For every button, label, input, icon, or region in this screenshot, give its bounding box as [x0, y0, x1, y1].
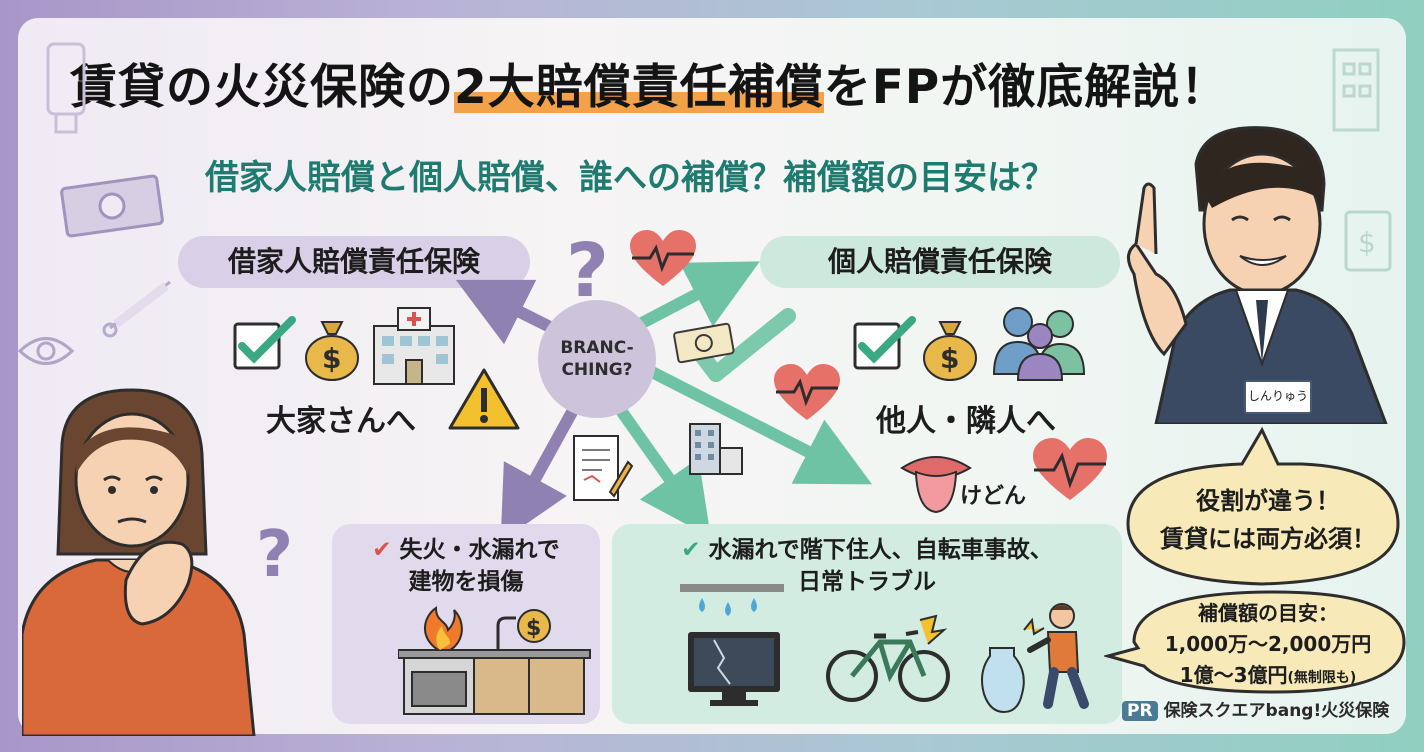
mouth-tongue-icon [900, 456, 972, 514]
people-icon [992, 307, 1086, 381]
bicycle-icon [826, 614, 950, 702]
branch-line-2: CHING? [561, 360, 633, 380]
case-personal-line-1: 水漏れで階下住人、自転車事故、 [708, 537, 1053, 563]
check-icon-2 [853, 316, 916, 370]
banknote-icon [60, 174, 164, 238]
role-message: 役割が違う！ 賃貸には両方必須！ [1138, 482, 1398, 558]
svg-text:$: $ [940, 342, 959, 375]
vase-icon [981, 603, 1089, 714]
role-line-2: 賃貸には両方必須！ [1160, 525, 1376, 553]
svg-text:?: ? [566, 228, 609, 308]
page-title: 賃貸の火災保険の2大賠償責任補償をFPが徹底解説！ [70, 48, 1228, 117]
svg-text:?: ? [256, 518, 293, 588]
svg-text:$: $ [322, 342, 341, 375]
water-drops-icon [680, 584, 784, 616]
footer-text: 保険スクエアbang!火災保険 [1163, 701, 1390, 721]
eye-icon [17, 337, 75, 365]
advisor-avatar [1127, 126, 1388, 424]
money-bag-icon-2: $ [923, 321, 977, 381]
target-others: 他人・隣人へ [876, 404, 1056, 439]
heading-personal-liability: 個人賠償責任保険 [760, 236, 1120, 288]
branching-node: BRANC-CHING? [538, 300, 656, 418]
svg-text:$: $ [526, 616, 541, 641]
money-bag-icon: $ [305, 321, 359, 381]
heart-rate-icon-2 [774, 364, 840, 420]
heart-rate-icon [630, 230, 696, 286]
hospital-building-icon [373, 307, 455, 385]
role-line-1: 役割が違う！ [1196, 487, 1340, 515]
speech-bubble-amount [1104, 590, 1406, 694]
heading-tenant-liability: 借家人賠償責任保険 [178, 236, 530, 288]
broken-tv-icon [688, 632, 780, 706]
heart-rate-icon-3 [1033, 438, 1107, 500]
amount-title: 補償額の目安： [1198, 601, 1338, 625]
amount-guide: 補償額の目安： 1,000万〜2,000万円 1億〜3億円(無制限も) [1128, 598, 1408, 694]
title-highlight: 2大賠償責任補償 [454, 60, 824, 115]
case-tenant-line-1: 失火・水漏れで [399, 537, 560, 563]
title-after: をFPが徹底解説！ [823, 60, 1229, 115]
fire-icon: $ [398, 606, 591, 715]
building-outline-icon [1332, 48, 1380, 132]
tube-icon [46, 42, 86, 134]
label-kedon: けどん [960, 484, 1027, 509]
question-mark-icon-2: ? [256, 518, 293, 588]
amount-line-1: 1,000万〜2,000万円 [1164, 632, 1372, 656]
title-before: 賃貸の火災保険の [70, 60, 454, 115]
svg-text:$: $ [1358, 226, 1376, 259]
check-icon [233, 316, 296, 370]
subtitle: 借家人賠償と個人賠償、誰への補償？補償額の目安は？ [205, 158, 1055, 198]
case-personal-text: ✔ 水漏れで階下住人、自転車事故、 日常トラブル [681, 537, 1053, 595]
banknote-small-icon [673, 322, 735, 364]
dollar-file-icon: $ [1344, 210, 1392, 272]
question-mark-icon: ? [566, 228, 609, 308]
document-icon [573, 435, 634, 501]
pr-badge: PR [1122, 701, 1158, 721]
thermometer-icon [102, 280, 171, 338]
case-tenant-text: ✔ 失火・水漏れで 建物を損傷 [372, 537, 560, 595]
target-landlord: 大家さんへ [266, 404, 416, 439]
case-tenant-line-2: 建物を損傷 [408, 569, 524, 595]
woman-avatar [22, 388, 256, 736]
branch-line-1: BRANC- [560, 338, 634, 358]
amount-line-2: 1億〜3億円 [1179, 663, 1288, 687]
office-building-icon [689, 423, 743, 475]
amount-line-2-note: (無制限も) [1287, 670, 1357, 686]
speech-bubble-role [1126, 426, 1400, 586]
warning-icon [448, 368, 520, 430]
case-personal-line-2: 日常トラブル [798, 569, 936, 595]
name-badge: しんりゅう [1244, 380, 1312, 414]
